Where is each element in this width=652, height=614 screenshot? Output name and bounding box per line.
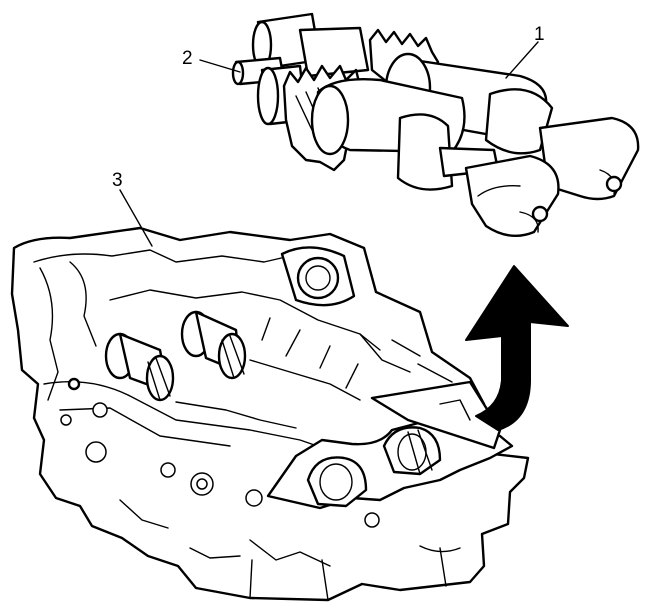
cam-bore-left [104,332,175,402]
callout-1-label: 1 [534,24,545,45]
oil-port [280,246,356,307]
removal-direction-arrow [465,265,569,431]
cam-bore-center [180,310,247,380]
cylinder-head [10,226,530,602]
callout-1: 1 [505,24,545,79]
callout-3: 3 [112,170,153,247]
front-camshaft [231,56,560,238]
bearing-cap-area [266,418,514,510]
callout-2: 2 [182,48,241,73]
callout-2-label: 2 [182,48,193,69]
camshaft-assembly [231,12,640,238]
callout-3-label: 3 [112,170,123,191]
